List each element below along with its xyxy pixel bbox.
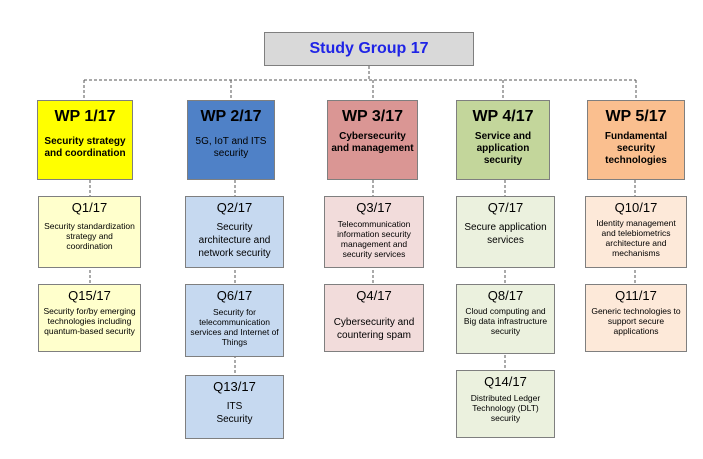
wp3-desc: Cybersecurity and management (331, 131, 414, 154)
wp3-code: WP 3/17 (341, 108, 404, 125)
q8-code: Q8/17 (487, 288, 524, 303)
q13-code: Q13/17 (213, 379, 256, 394)
q7-code: Q7/17 (487, 200, 524, 215)
q15-desc: Security for/by emerging technologies in… (43, 306, 136, 336)
q10-code: Q10/17 (614, 200, 658, 215)
q15-box: Q15/17 Security for/by emerging technolo… (38, 284, 141, 352)
wp1-box: WP 1/17 Security strategy and coordinati… (37, 100, 133, 180)
q4-box: Q4/17 Cybersecurity and countering spam (324, 284, 424, 352)
q11-desc: Generic technologies to support secure a… (591, 306, 681, 336)
wp3-box: WP 3/17 Cybersecurity and management (327, 100, 418, 180)
q11-box: Q11/17 Generic technologies to support s… (585, 284, 687, 352)
wp2-box: WP 2/17 5G, IoT and ITS security (187, 100, 275, 180)
wp5-code: WP 5/17 (605, 108, 667, 125)
wp4-box: WP 4/17 Service and application security (456, 100, 550, 180)
q6-box: Q6/17 Security for telecommunication ser… (185, 284, 284, 357)
q13-box: Q13/17 ITS Security (185, 375, 284, 439)
q11-code: Q11/17 (615, 288, 657, 303)
study-group-title: Study Group 17 (264, 32, 474, 66)
q15-code: Q15/17 (68, 288, 111, 303)
q4-code: Q4/17 (356, 288, 392, 303)
q8-box: Q8/17 Cloud computing and Big data infra… (456, 284, 555, 354)
wp1-code: WP 1/17 (54, 108, 116, 125)
wp5-box: WP 5/17 Fundamental security technologie… (587, 100, 685, 180)
q3-desc: Telecommunication information security m… (337, 219, 411, 259)
q14-desc: Distributed Ledger Technology (DLT) secu… (470, 393, 541, 423)
q2-box: Q2/17 Security architecture and network … (185, 196, 284, 268)
q10-box: Q10/17 Identity management and telebiome… (585, 196, 687, 268)
wp4-code: WP 4/17 (472, 108, 534, 125)
q3-box: Q3/17 Telecommunication information secu… (324, 196, 424, 268)
q1-desc: Security standardization strategy and co… (44, 221, 135, 251)
q7-desc: Secure application services (464, 222, 547, 246)
wp2-desc: 5G, IoT and ITS security (195, 136, 267, 159)
q1-box: Q1/17 Security standardization strategy … (38, 196, 141, 268)
q10-desc: Identity management and telebiometrics a… (596, 218, 676, 258)
q14-code: Q14/17 (484, 374, 527, 389)
q3-code: Q3/17 (356, 200, 392, 215)
wp4-desc: Service and application security (474, 131, 532, 166)
q4-desc: Cybersecurity and countering spam (333, 317, 415, 341)
q2-code: Q2/17 (216, 200, 253, 215)
wp1-desc: Security strategy and coordination (44, 136, 126, 159)
wp2-code: WP 2/17 (200, 108, 262, 125)
q2-desc: Security architecture and network securi… (198, 222, 271, 259)
q13-desc: ITS Security (216, 401, 253, 425)
wp5-desc: Fundamental security technologies (604, 131, 668, 166)
q1-code: Q1/17 (71, 200, 108, 215)
q6-code: Q6/17 (216, 288, 253, 303)
q14-box: Q14/17 Distributed Ledger Technology (DL… (456, 370, 555, 438)
q7-box: Q7/17 Secure application services (456, 196, 555, 268)
q6-desc: Security for telecommunication services … (190, 307, 279, 347)
q8-desc: Cloud computing and Big data infrastruct… (463, 306, 548, 336)
study-group-title-text: Study Group 17 (309, 40, 429, 57)
